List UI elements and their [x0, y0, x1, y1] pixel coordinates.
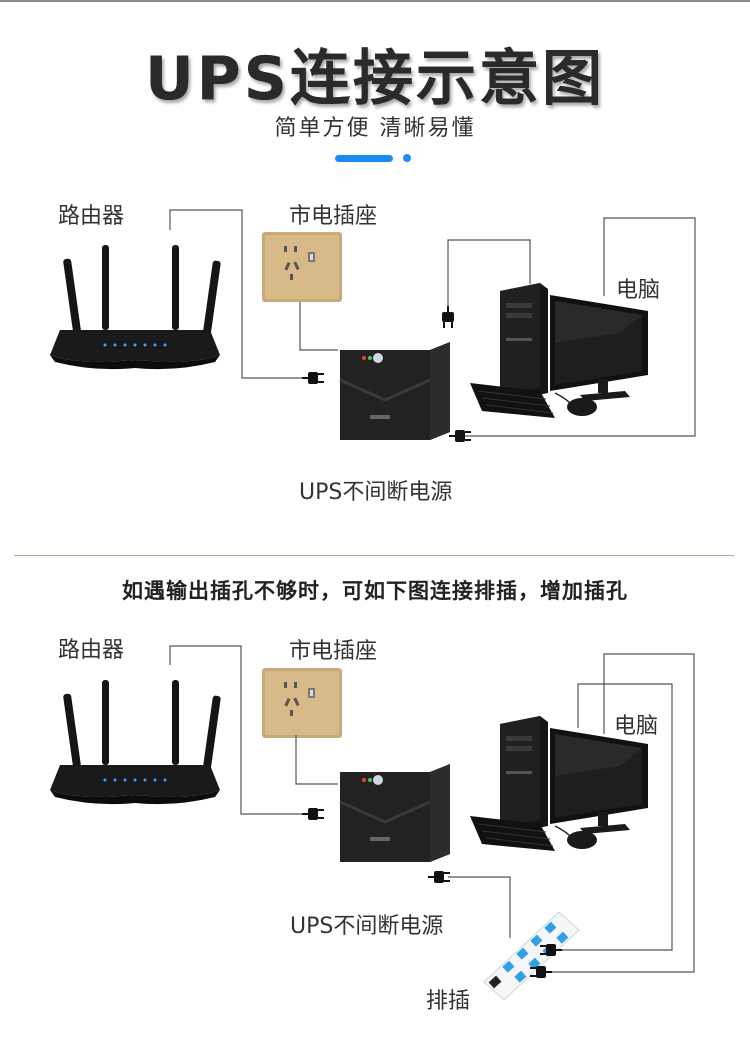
router-icon	[50, 680, 221, 805]
instruction-note: 如遇输出插孔不够时，可如下图连接排插，增加插孔	[122, 579, 628, 603]
ups-label: UPS不间断电源	[299, 480, 453, 505]
plug-icon	[428, 871, 450, 883]
router-icon	[50, 245, 221, 370]
page-subtitle: 简单方便 清晰易懂	[274, 116, 476, 141]
top-diagram	[50, 209, 696, 442]
accent-dot	[403, 154, 411, 162]
power-strip-icon	[483, 911, 580, 1001]
ups-icon	[338, 762, 452, 864]
section-divider	[14, 555, 734, 556]
plug-icon	[302, 372, 324, 384]
wall-socket-icon	[262, 232, 342, 302]
ups-icon	[338, 340, 452, 442]
wall-socket-label: 市电插座	[289, 639, 378, 664]
computer-label: 电脑	[616, 278, 661, 303]
router-label: 路由器	[58, 204, 125, 229]
wall-socket-label: 市电插座	[289, 204, 378, 229]
page-title: UPS连接示意图	[0, 30, 750, 117]
ups-label: UPS不间断电源	[290, 914, 444, 939]
top-border	[0, 0, 750, 2]
accent-bar	[335, 155, 393, 162]
power-strip-label: 排插	[426, 989, 471, 1014]
wall-socket-icon	[262, 668, 342, 738]
plug-icon	[442, 306, 454, 328]
router-label: 路由器	[58, 638, 125, 663]
bottom-diagram	[50, 645, 695, 1001]
computer-label: 电脑	[614, 714, 659, 739]
plug-icon	[302, 808, 324, 820]
